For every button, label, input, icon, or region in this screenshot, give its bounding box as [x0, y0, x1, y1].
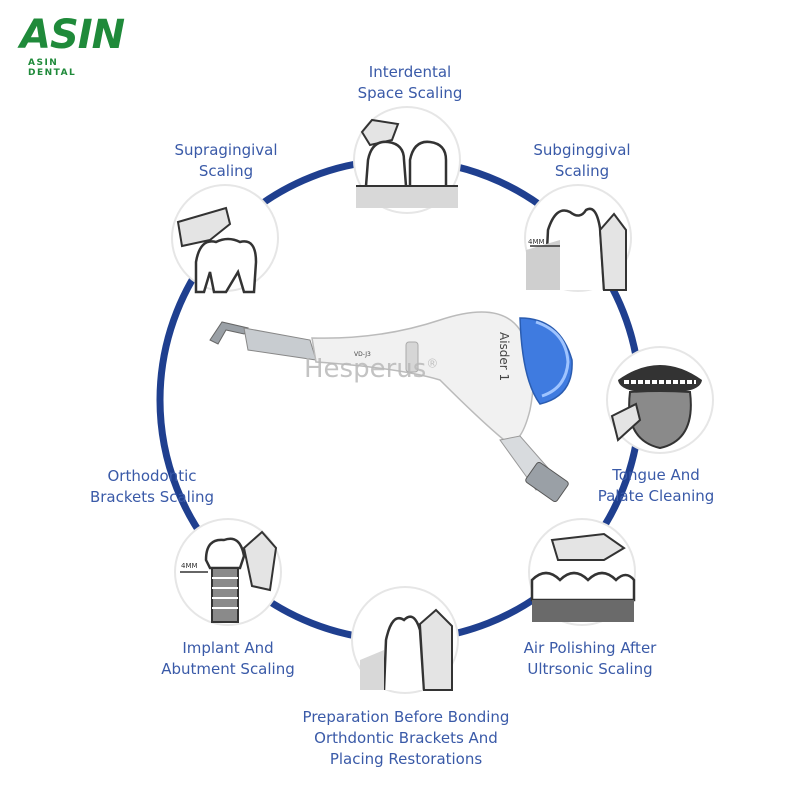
implant-icon: 4MM	[174, 518, 282, 626]
watermark: Hesperus®	[304, 354, 438, 384]
label-subgingival: Subginggival Scaling	[533, 141, 631, 180]
device-brand-text: Aisder 1	[497, 332, 511, 381]
label-interdental: Interdental Space Scaling	[357, 63, 463, 102]
label-supragingival: Supragingival Scaling	[174, 141, 278, 180]
tongue-icon	[606, 346, 714, 454]
preparation-tooth-icon	[351, 586, 459, 694]
label-preparation: Preparation Before Bonding Orthdontic Br…	[302, 708, 510, 768]
svg-text:4MM: 4MM	[528, 238, 545, 246]
watermark-mark: ®	[426, 356, 439, 371]
label-air-polishing: Air Polishing After Ultrsonic Scaling	[523, 639, 657, 678]
model-code-text: VD-J3	[354, 351, 371, 358]
label-brackets: Orthodontic Brackets Scaling	[89, 467, 215, 506]
svg-text:4MM: 4MM	[181, 562, 198, 570]
brand-logo: ASIN ASIN DENTAL	[6, 6, 125, 78]
label-tongue: Tongue And Palate Cleaning	[597, 466, 715, 505]
logo-subtext: ASIN DENTAL	[28, 58, 77, 78]
label-implant: Implant And Abutment Scaling	[161, 639, 295, 678]
supragingival-tooth-icon	[171, 184, 279, 294]
watermark-text: Hesperus	[304, 354, 427, 384]
subgingival-tooth-icon: 4MM	[524, 184, 632, 292]
air-polisher-handpiece: VD-J3 Aisder 1	[209, 311, 573, 503]
logo-text: ASIN	[20, 12, 125, 58]
interdental-teeth-icon	[353, 106, 461, 214]
air-polishing-teeth-icon	[528, 518, 636, 626]
